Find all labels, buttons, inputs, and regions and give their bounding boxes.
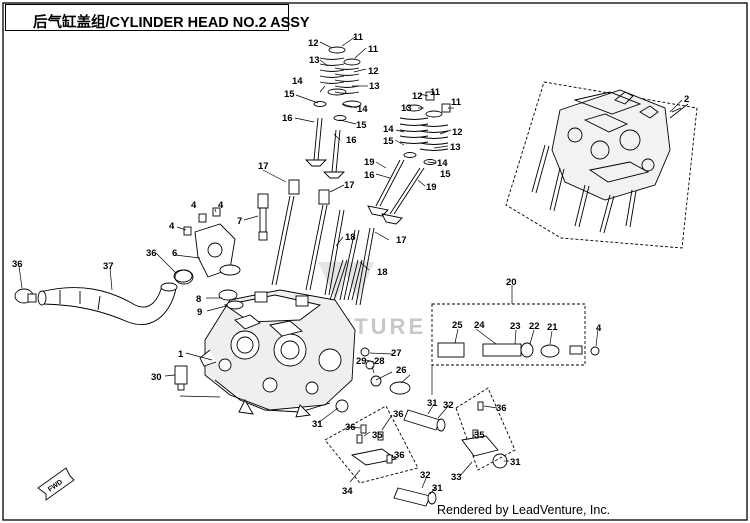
callout-21: 22 xyxy=(529,321,540,332)
forward-arrow-icon: FWD xyxy=(37,467,75,501)
callout-24: 25 xyxy=(452,320,463,331)
callout-19: 20 xyxy=(506,277,517,288)
callout-30: 31 xyxy=(312,419,323,430)
callout-16: 17 xyxy=(396,235,407,246)
callout-28: 29 xyxy=(356,356,367,367)
callout-4: 4 xyxy=(169,221,175,232)
callout-11: 12 xyxy=(308,38,319,49)
callout-14: 15 xyxy=(356,120,367,131)
callout-14: 15 xyxy=(440,169,451,180)
callout-32: 33 xyxy=(451,472,462,483)
cylinder-head-assembly-inset xyxy=(505,81,698,249)
credit-footer: Rendered by LeadVenture, Inc. xyxy=(437,503,611,517)
callout-35: 36 xyxy=(394,450,405,461)
callout-13: 14 xyxy=(357,104,368,115)
hose-clamp-36 xyxy=(14,269,194,304)
callout-37: 37 xyxy=(103,261,114,272)
callout-25: 26 xyxy=(396,365,407,376)
callout-2: 2 xyxy=(684,94,689,105)
callout-11: 12 xyxy=(452,127,463,138)
valve-train-right xyxy=(367,91,451,225)
callout-35: 36 xyxy=(393,409,404,420)
callout-10: 11 xyxy=(368,44,379,55)
callout-34: 35 xyxy=(372,430,383,441)
callout-9: 9 xyxy=(197,307,202,318)
callout-1: 1 xyxy=(178,349,184,360)
callout-18: 19 xyxy=(364,157,375,168)
callout-13: 14 xyxy=(437,158,448,169)
callout-26: 27 xyxy=(391,348,402,359)
callout-15: 16 xyxy=(282,113,293,124)
callout-16: 17 xyxy=(258,161,269,172)
spark-plug xyxy=(257,193,269,241)
callout-36: 36 xyxy=(146,248,157,259)
callout-8: 8 xyxy=(196,294,201,305)
callout-4: 4 xyxy=(191,200,197,211)
temperature-sensor xyxy=(174,365,188,391)
callout-15: 16 xyxy=(346,135,357,146)
callout-6: 6 xyxy=(172,248,177,259)
thermostat-housing xyxy=(173,207,244,310)
callout-30: 31 xyxy=(510,457,521,468)
callout-12: 13 xyxy=(309,55,320,66)
callout-12: 13 xyxy=(401,103,412,114)
rocker-shafts xyxy=(393,409,446,507)
callout-16: 17 xyxy=(344,180,355,191)
callout-31: 32 xyxy=(420,470,431,481)
callout-15: 16 xyxy=(364,170,375,181)
callout-10: 11 xyxy=(430,87,441,98)
rocker-group-32 xyxy=(455,387,516,471)
callout-labels: 11 12 11 13 12 13 14 15 14 16 15 16 17 1… xyxy=(12,32,689,497)
callout-36: 36 xyxy=(12,259,23,270)
leader-lines xyxy=(18,36,683,495)
callout-30: 31 xyxy=(427,398,438,409)
callout-17: 18 xyxy=(345,232,356,243)
callout-12: 13 xyxy=(369,81,380,92)
callout-18: 19 xyxy=(426,182,437,193)
page-title: 后气缸盖组/CYLINDER HEAD NO.2 ASSY xyxy=(33,15,310,31)
plugs-and-bolts xyxy=(335,347,508,469)
callout-29: 30 xyxy=(151,372,162,383)
cylinder-head-body xyxy=(199,289,356,418)
callout-11: 12 xyxy=(368,66,379,77)
valve-train-left xyxy=(271,46,375,306)
callout-13: 14 xyxy=(292,76,303,87)
callout-35: 36 xyxy=(345,422,356,433)
callout-33: 34 xyxy=(342,486,353,497)
callout-4: 4 xyxy=(596,323,602,334)
callout-4: 4 xyxy=(218,200,224,211)
callout-10: 11 xyxy=(451,97,462,108)
title-box: 后气缸盖组/CYLINDER HEAD NO.2 ASSY xyxy=(5,4,310,31)
callout-23: 24 xyxy=(474,320,485,331)
callout-31: 32 xyxy=(443,400,454,411)
callout-12: 13 xyxy=(450,142,461,153)
callout-14: 15 xyxy=(383,136,394,147)
callout-27: 28 xyxy=(374,356,385,367)
callout-13: 14 xyxy=(383,124,394,135)
coolant-hose xyxy=(37,282,178,325)
callout-7: 7 xyxy=(237,216,242,227)
callout-11: 12 xyxy=(412,91,423,102)
callout-17: 18 xyxy=(377,267,388,278)
callout-34: 35 xyxy=(474,430,485,441)
callout-20: 21 xyxy=(547,322,558,333)
tensioner-assembly xyxy=(389,303,600,395)
callout-35: 36 xyxy=(496,403,507,414)
callout-10: 11 xyxy=(353,32,364,43)
callout-30: 31 xyxy=(432,483,443,494)
callout-22: 23 xyxy=(510,321,521,332)
callout-14: 15 xyxy=(284,89,295,100)
rocker-group-33 xyxy=(324,405,419,484)
